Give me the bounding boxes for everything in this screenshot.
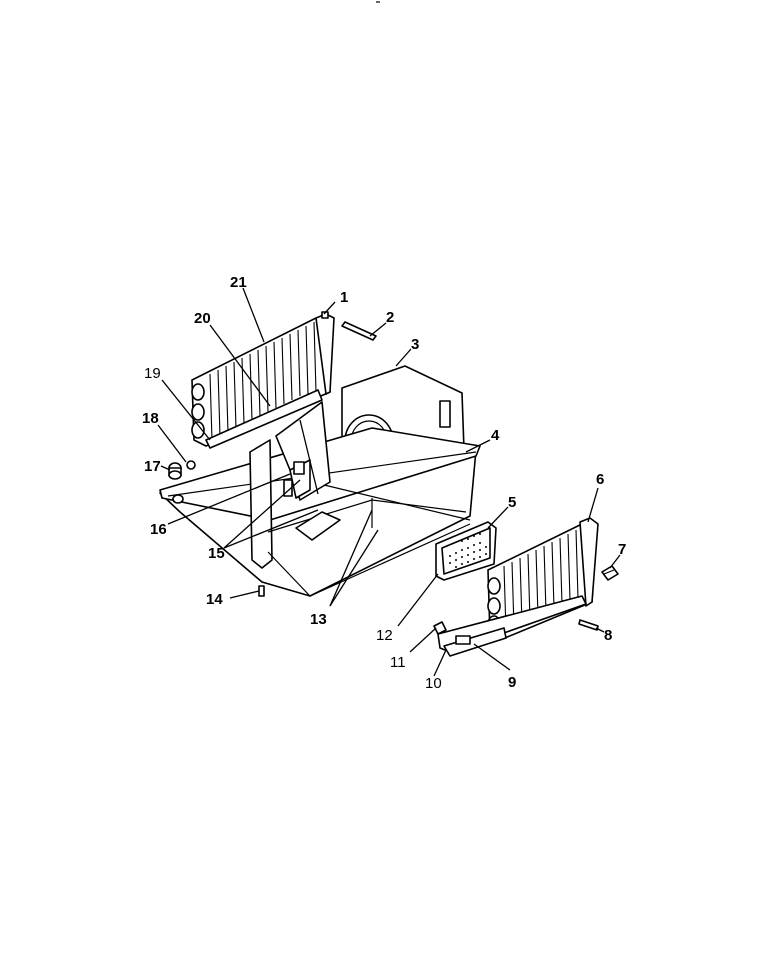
leader-15a — [223, 509, 319, 549]
leader-7 — [609, 554, 621, 569]
channel-lip — [443, 627, 507, 657]
callout-17: 17 — [144, 458, 161, 475]
leader-6 — [587, 487, 599, 523]
callout-2: 2 — [386, 309, 394, 326]
callout-18: 18 — [142, 410, 159, 427]
channel-slot — [455, 635, 471, 645]
evaporator-coil — [191, 313, 335, 449]
callout-7: 7 — [618, 541, 626, 558]
callout-19: 19 — [144, 365, 161, 382]
callout-4: 4 — [491, 427, 500, 444]
spacer — [186, 460, 196, 470]
side-bracket — [249, 439, 273, 569]
leader-19 — [161, 379, 211, 441]
condenser-fins — [503, 529, 579, 633]
leader-16 — [167, 473, 291, 525]
callout-9: 9 — [508, 674, 516, 691]
callout-16: 16 — [150, 521, 167, 538]
leader-4 — [465, 439, 491, 453]
leader-5 — [487, 506, 509, 529]
side-clip — [433, 621, 447, 635]
leader-20 — [209, 324, 271, 407]
callout-21: 21 — [230, 274, 247, 291]
callout-8: 8 — [604, 627, 612, 644]
washer — [172, 494, 184, 504]
evaporator-return-bends — [191, 383, 205, 439]
leader-13a — [329, 509, 373, 607]
grommet — [168, 462, 182, 480]
leader-21 — [242, 287, 265, 343]
base-pan — [159, 365, 481, 597]
leader-1 — [323, 301, 336, 315]
leader-12 — [397, 573, 439, 627]
callout-11: 11 — [390, 654, 406, 671]
callout-20: 20 — [194, 310, 211, 327]
callout-10: 10 — [425, 675, 442, 692]
callout-13: 13 — [310, 611, 327, 628]
callout-6: 6 — [596, 471, 604, 488]
callout-5: 5 — [508, 494, 516, 511]
filter-mesh-area — [441, 527, 491, 575]
evaporator-fins — [209, 321, 317, 441]
drain-tray — [295, 511, 341, 541]
mounting-rod — [341, 321, 377, 341]
callout-3: 3 — [411, 336, 419, 353]
leader-18 — [157, 424, 187, 463]
leader-15b — [223, 479, 301, 549]
callout-1: 1 — [340, 289, 348, 306]
mounting-screw — [258, 585, 265, 597]
coil-seal-strip — [205, 389, 323, 449]
pin — [578, 619, 599, 631]
leader-20b — [299, 419, 319, 495]
leader-lines — [157, 287, 621, 677]
bulkhead-bracket — [439, 400, 451, 428]
fitting — [601, 565, 619, 581]
clip-part — [293, 461, 305, 475]
filter-panel — [435, 521, 497, 581]
callout-labels: 1 2 3 4 5 6 7 8 9 10 11 12 13 14 15 16 1… — [142, 274, 626, 692]
leader-2 — [369, 322, 387, 337]
leader-14 — [229, 590, 260, 599]
condenser-base-channel — [437, 595, 587, 657]
leader-9 — [473, 643, 511, 671]
partition-shroud — [275, 401, 331, 501]
leader-17 — [160, 465, 171, 471]
leader-8 — [595, 627, 605, 633]
leader-10 — [433, 649, 447, 677]
callout-14: 14 — [206, 591, 223, 608]
leader-3 — [395, 348, 412, 367]
leader-13b — [329, 529, 379, 607]
callout-15: 15 — [208, 545, 225, 562]
callout-12: 12 — [376, 627, 393, 644]
leader-11 — [409, 627, 437, 653]
